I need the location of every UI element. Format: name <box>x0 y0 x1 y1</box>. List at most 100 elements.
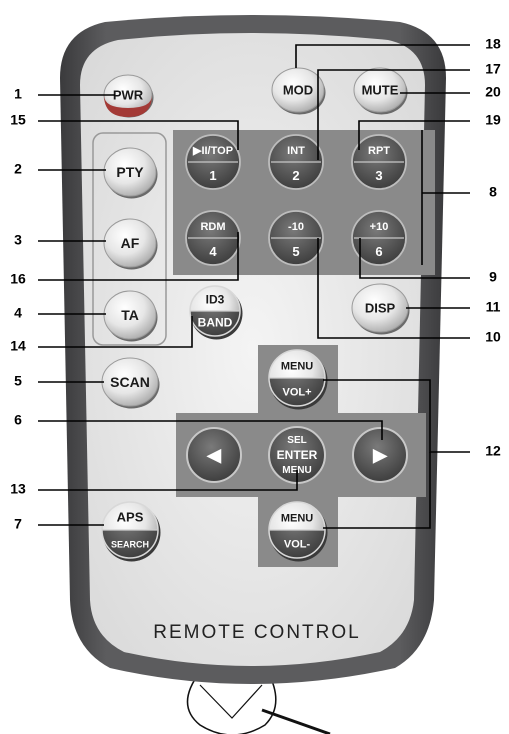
number-3-button-top-label: RPT <box>368 145 390 157</box>
callout-12: 12 <box>485 443 501 459</box>
callout-2: 2 <box>14 161 22 177</box>
af-button-label: AF <box>121 235 140 251</box>
callout-11: 11 <box>486 299 501 315</box>
pwr-button-label: PWR <box>113 88 144 103</box>
menu-vol-up-button-bottom-label: VOL+ <box>282 386 311 398</box>
number-1-button-top-label: ▶II/TOP <box>192 145 233 157</box>
number-6-button-top-label: +10 <box>370 221 389 233</box>
menu-vol-down-button[interactable]: MENU VOL- <box>268 501 328 562</box>
left-arrow-button-face <box>186 427 242 483</box>
ta-button-face <box>103 290 157 340</box>
ta-button[interactable]: TA <box>103 290 158 342</box>
number-1-button-bottom-label: 1 <box>209 168 216 183</box>
leader-line <box>358 120 470 150</box>
leader-line <box>323 452 431 529</box>
callout-7: 7 <box>14 516 22 532</box>
mod-button[interactable]: MOD <box>271 67 326 115</box>
number-2-button-bottom-label: 2 <box>292 168 299 183</box>
leader-line <box>38 470 298 491</box>
callout-4: 4 <box>14 305 22 321</box>
aps-search-button-bottom-face <box>102 530 158 558</box>
af-button-face <box>103 218 157 268</box>
mod-button-label: MOD <box>283 83 313 98</box>
leader-line <box>38 232 239 281</box>
number-5-button[interactable]: -10 5 <box>268 210 324 266</box>
aps-search-button-top-label: APS <box>117 510 144 525</box>
right-arrow-button[interactable]: ▶ <box>352 427 408 483</box>
callout-3: 3 <box>14 232 22 248</box>
callout-6: 6 <box>14 412 22 428</box>
leader-line <box>38 316 193 348</box>
callout-1: 1 <box>14 86 22 102</box>
callout-9: 9 <box>489 269 497 285</box>
right-arrow-icon: ▶ <box>372 445 388 465</box>
number-4-button-bottom-label: 4 <box>209 244 217 259</box>
disp-button[interactable]: DISP <box>351 283 410 335</box>
lanyard-loop <box>186 671 331 734</box>
id3-band-button-top-label: ID3 <box>206 293 225 307</box>
menu-vol-down-button-top-label: MENU <box>281 513 313 525</box>
pty-button-face <box>103 147 157 197</box>
number-4-button-top-label: RDM <box>200 221 225 233</box>
mod-button-face <box>271 67 325 113</box>
mute-button[interactable]: MUTE <box>353 67 408 115</box>
callout-8: 8 <box>489 184 497 200</box>
left-arrow-icon: ◀ <box>206 445 222 465</box>
disp-button-label: DISP <box>365 301 396 316</box>
number-2-button[interactable]: INT 2 <box>268 134 324 190</box>
pwr-red-rim <box>104 95 152 117</box>
menu-vol-up-button-top-face <box>269 350 325 378</box>
callout-19: 19 <box>485 112 501 128</box>
leader-line <box>317 238 470 339</box>
menu-vol-down-button-bottom-face <box>269 530 325 558</box>
callout-20: 20 <box>485 84 501 100</box>
aps-search-button-bottom-label: SEARCH <box>111 539 149 549</box>
number-1-button[interactable]: ▶II/TOP 1 <box>185 134 241 190</box>
leader-line <box>359 238 470 279</box>
leader-line <box>317 69 470 160</box>
scan-button-label: SCAN <box>110 374 150 390</box>
number-3-button-bottom-label: 3 <box>375 168 382 183</box>
menu-vol-up-button[interactable]: MENU VOL+ <box>268 349 328 410</box>
af-button[interactable]: AF <box>103 218 158 270</box>
remote-control-label: REMOTE CONTROL <box>153 622 360 643</box>
callout-10: 10 <box>485 329 501 345</box>
mute-button-label: MUTE <box>362 83 399 98</box>
menu-vol-up-button-top-label: MENU <box>281 361 313 373</box>
id3-band-button-bottom-label: BAND <box>198 316 233 330</box>
menu-vol-up-button-bottom-face <box>269 378 325 406</box>
callout-17: 17 <box>485 61 501 77</box>
aps-search-button-top-face <box>102 502 158 530</box>
number-4-button[interactable]: RDM 4 <box>185 210 241 266</box>
enter-button-top-label: SEL <box>287 435 306 446</box>
number-6-button-bottom-label: 6 <box>375 244 382 259</box>
enter-button-mid-label: ENTER <box>277 448 318 462</box>
leader-line <box>295 44 470 68</box>
right-arrow-button-face <box>352 427 408 483</box>
number-5-button-top-label: -10 <box>288 221 304 233</box>
callout-16: 16 <box>10 271 26 287</box>
callout-13: 13 <box>10 481 26 497</box>
ta-button-label: TA <box>121 307 139 323</box>
number-6-button[interactable]: +10 6 <box>351 210 407 266</box>
pty-af-ta-group-frame <box>92 132 167 346</box>
number-3-button[interactable]: RPT 3 <box>351 134 407 190</box>
number-2-button-top-label: INT <box>287 145 305 157</box>
left-arrow-button[interactable]: ◀ <box>186 427 242 483</box>
pty-button[interactable]: PTY <box>103 147 158 199</box>
callout-15: 15 <box>10 112 26 128</box>
mute-button-face <box>353 67 407 113</box>
callout-18: 18 <box>485 36 501 52</box>
leader-line <box>323 379 470 453</box>
number-5-button-bottom-label: 5 <box>292 244 299 259</box>
callout-5: 5 <box>14 373 22 389</box>
id3-band-button-top-face <box>190 286 240 311</box>
aps-search-button[interactable]: APS SEARCH <box>101 501 161 562</box>
menu-vol-down-button-bottom-label: VOL- <box>284 538 311 550</box>
id3-band-button-bottom-face <box>190 311 240 336</box>
pty-button-label: PTY <box>116 164 144 180</box>
menu-vol-down-button-top-face <box>269 502 325 530</box>
